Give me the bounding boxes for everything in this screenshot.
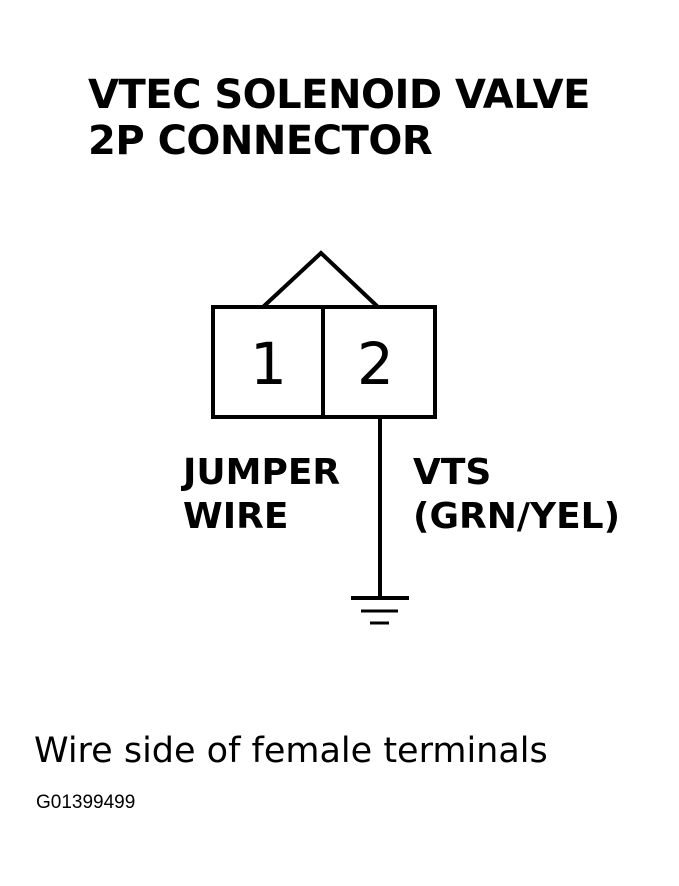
jumper-wire-line (261, 250, 380, 309)
vts-wire-label: VTS (GRN/YEL) (413, 451, 620, 539)
jumper-wire-label-line-1: JUMPER (183, 452, 341, 493)
jumper-wire-label-line-2: WIRE (183, 496, 289, 537)
title-line-1: VTEC SOLENOID VALVE (88, 72, 590, 118)
pin-2-number: 2 (357, 330, 394, 398)
jumper-wire-label: JUMPER WIRE (183, 451, 340, 539)
diagram-caption: Wire side of female terminals (34, 731, 548, 771)
vts-wire-label-line-1: VTS (413, 452, 492, 493)
diagram-title: VTEC SOLENOID VALVE 2P CONNECTOR (88, 72, 590, 164)
figure-id: G01399499 (36, 792, 136, 813)
title-line-2: 2P CONNECTOR (88, 118, 433, 164)
vts-wire-label-line-2: (GRN/YEL) (413, 496, 621, 537)
ground-symbol-icon (351, 596, 409, 625)
pin-1-number: 1 (250, 330, 287, 398)
